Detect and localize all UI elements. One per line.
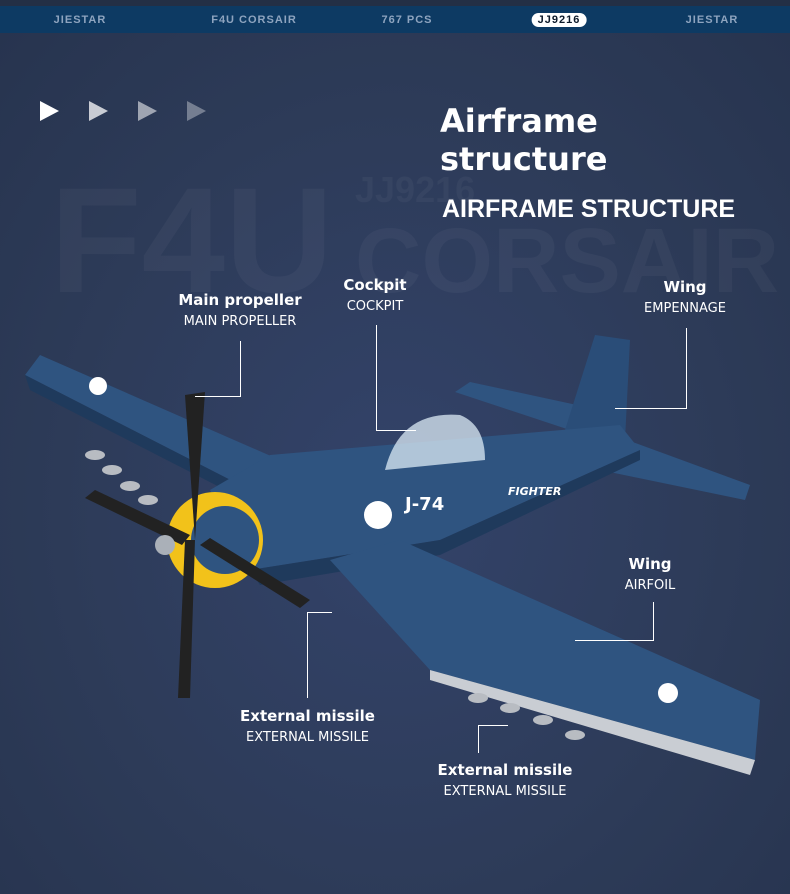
right-wing-edge	[430, 670, 755, 775]
arrow-icon	[187, 101, 206, 121]
model-name-label: F4U CORSAIR	[211, 13, 297, 26]
page-title: Airframe structure	[440, 102, 608, 178]
callout-subtitle: EMPENNAGE	[644, 301, 726, 316]
watermark-f4u: F4U	[50, 165, 333, 315]
star-roundel	[658, 683, 678, 703]
fuselage	[210, 425, 640, 570]
star-roundel	[89, 377, 107, 395]
watermark-corsair: CORSAIR	[355, 215, 779, 307]
left-wing	[25, 355, 280, 490]
plane-code: J-74	[403, 494, 444, 515]
leader-line	[478, 725, 508, 726]
callout-subtitle: EXTERNAL MISSILE	[443, 784, 567, 799]
callout-subtitle: MAIN PROPELLER	[183, 314, 297, 329]
callout-empennage: Wing EMPENNAGE	[630, 278, 740, 316]
tail-text: FIGHTER	[508, 485, 561, 498]
leader-line	[376, 430, 416, 431]
callout-title: Main propeller	[178, 291, 302, 309]
callout-subtitle: AIRFOIL	[624, 578, 676, 593]
propeller-blade	[200, 538, 310, 608]
callout-title: Wing	[628, 555, 672, 573]
callout-external-missile-right: External missile EXTERNAL MISSILE	[405, 761, 605, 799]
arrow-decoration	[40, 101, 206, 121]
model-number-badge: JJ9216	[531, 12, 587, 27]
brand-label-right: JIESTAR	[685, 13, 739, 26]
missile	[102, 465, 122, 475]
propeller-blade	[178, 540, 195, 698]
arrow-icon	[40, 101, 59, 121]
callout-title: External missile	[437, 761, 573, 779]
leader-line	[376, 325, 377, 431]
arrow-icon	[89, 101, 108, 121]
engine-cowling	[191, 506, 259, 574]
callout-subtitle: EXTERNAL MISSILE	[246, 730, 369, 745]
propeller-blade	[185, 392, 205, 540]
propeller-spinner	[155, 535, 175, 555]
leader-line	[240, 341, 241, 397]
top-strip	[0, 0, 790, 6]
watermark-model: JJ9216	[355, 172, 475, 208]
callout-external-missile-left: External missile EXTERNAL MISSILE	[225, 707, 390, 745]
callout-subtitle: COCKPIT	[346, 299, 404, 314]
callout-title: Cockpit	[343, 276, 407, 294]
star-roundel	[364, 501, 392, 529]
missiles	[85, 450, 585, 740]
callout-cockpit: Cockpit COCKPIT	[325, 276, 425, 314]
leader-line	[686, 328, 687, 408]
propeller-blades	[85, 392, 310, 698]
missile	[565, 730, 585, 740]
page-subtitle: AIRFRAME STRUCTURE	[442, 195, 736, 223]
leader-line	[653, 602, 654, 640]
leader-line	[575, 640, 654, 641]
tail-fin	[565, 335, 630, 440]
top-bar: JIESTAR F4U CORSAIR 767 PCS JJ9216 JIEST…	[0, 6, 790, 33]
missile	[85, 450, 105, 460]
cockpit-canopy	[385, 414, 485, 470]
leader-line	[478, 725, 479, 753]
leader-line	[307, 612, 308, 698]
missile	[120, 481, 140, 491]
leader-line	[615, 408, 687, 409]
left-stabilizer	[455, 382, 600, 440]
missile	[468, 693, 488, 703]
piece-count-label: 767 PCS	[381, 13, 433, 26]
fuselage-underside	[250, 450, 640, 585]
missile	[500, 703, 520, 713]
leader-line	[195, 396, 241, 397]
brand-label: JIESTAR	[53, 13, 107, 26]
right-wing	[330, 540, 760, 760]
propeller-blade	[85, 490, 190, 545]
callout-airfoil: Wing AIRFOIL	[600, 555, 700, 593]
leader-line	[307, 612, 332, 613]
callout-title: Wing	[663, 278, 707, 296]
callout-main-propeller: Main propeller MAIN PROPELLER	[170, 291, 310, 329]
callout-title: External missile	[240, 707, 375, 725]
missile	[138, 495, 158, 505]
arrow-icon	[138, 101, 157, 121]
missile	[533, 715, 553, 725]
